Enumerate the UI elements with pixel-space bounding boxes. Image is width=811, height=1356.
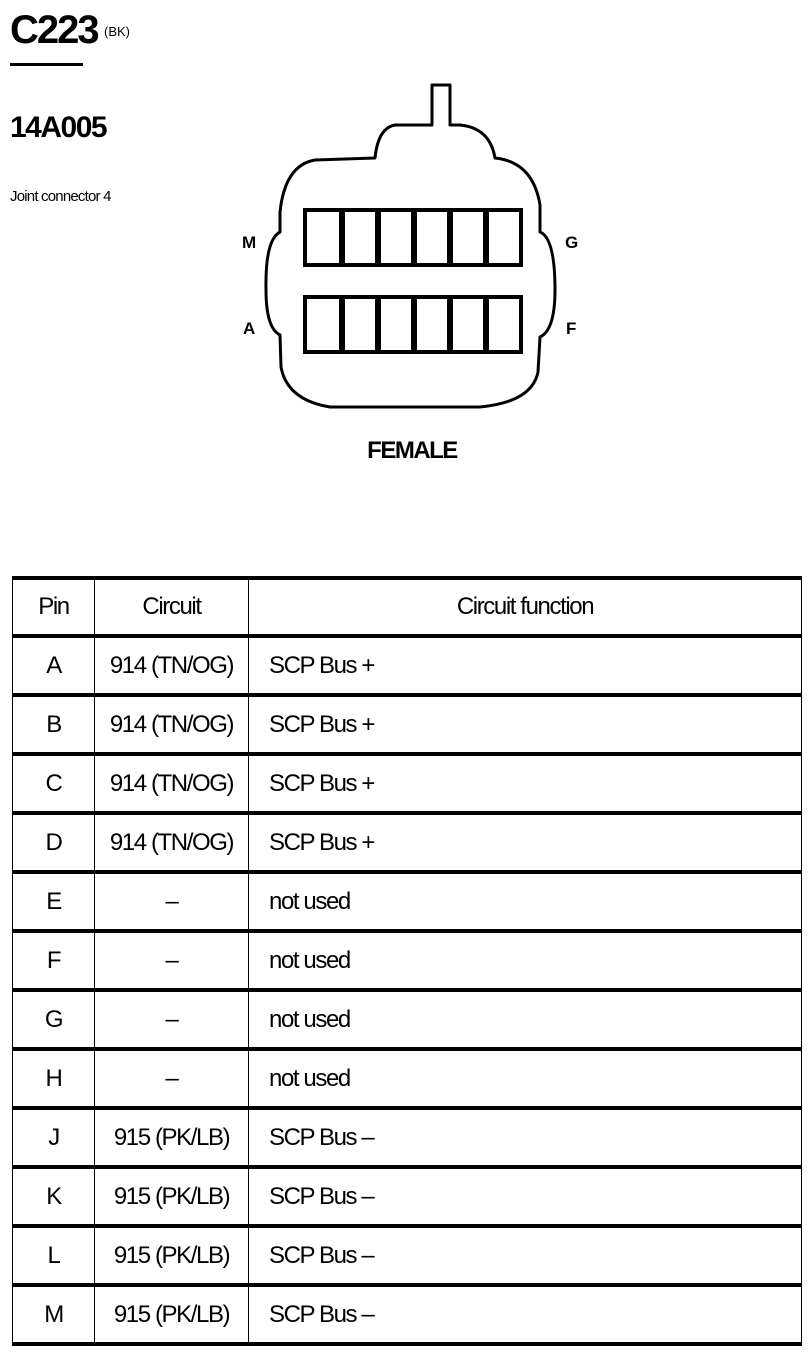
circuit-cell: 915 (PK/LB): [94, 1283, 249, 1346]
cavity: [449, 208, 487, 267]
circuit-cell: –: [94, 1047, 249, 1108]
cavity: [449, 295, 487, 354]
label-bottom-right: F: [566, 319, 576, 338]
circuit-cell: 914 (TN/OG): [94, 752, 249, 813]
circuit-cell: 915 (PK/LB): [94, 1106, 249, 1167]
function-cell: SCP Bus –: [248, 1165, 802, 1226]
pin-cell: K: [12, 1165, 95, 1226]
cavity: [341, 208, 379, 267]
cavity: [377, 208, 415, 267]
pin-cell: D: [12, 811, 95, 872]
function-cell: not used: [248, 929, 802, 990]
circuit-cell: –: [94, 870, 249, 931]
pin-cell: F: [12, 929, 95, 990]
circuit-cell: 914 (TN/OG): [94, 693, 249, 754]
table-row: M 915 (PK/LB) SCP Bus –: [12, 1283, 802, 1346]
cavity: [413, 295, 451, 354]
function-cell: SCP Bus –: [248, 1224, 802, 1285]
pinout-table: Pin Circuit Circuit function A 914 (TN/O…: [12, 576, 802, 1346]
pin-cell: H: [12, 1047, 95, 1108]
circuit-cell: –: [94, 988, 249, 1049]
table-header-row: Pin Circuit Circuit function: [12, 576, 802, 636]
connector-id: C223: [10, 8, 100, 52]
pin-cell: B: [12, 693, 95, 754]
part-number: 14A005: [10, 111, 108, 144]
circuit-cell: 915 (PK/LB): [94, 1224, 249, 1285]
pin-cell: M: [12, 1283, 95, 1346]
function-cell: not used: [248, 988, 802, 1049]
label-top-right: G: [565, 233, 578, 252]
table-row: C 914 (TN/OG) SCP Bus +: [12, 752, 802, 813]
table-row: L 915 (PK/LB) SCP Bus –: [12, 1224, 802, 1285]
gender-caption: FEMALE: [367, 437, 458, 464]
connector-face-diagram: M A G F FEMALE: [242, 83, 578, 464]
cavity: [377, 295, 415, 354]
connector-color: (BK): [104, 24, 130, 39]
top-cavity-row: [303, 208, 523, 267]
title-underline: [10, 63, 83, 66]
connector-description: Joint connector 4: [10, 188, 111, 205]
table-row: K 915 (PK/LB) SCP Bus –: [12, 1165, 802, 1226]
column-header-pin: Pin: [12, 576, 95, 636]
function-cell: SCP Bus –: [248, 1283, 802, 1346]
function-cell: SCP Bus –: [248, 1106, 802, 1167]
table-row: D 914 (TN/OG) SCP Bus +: [12, 811, 802, 872]
column-header-function: Circuit function: [248, 576, 802, 636]
function-cell: not used: [248, 1047, 802, 1108]
cavity: [485, 295, 523, 354]
table-row: F – not used: [12, 929, 802, 990]
cavity: [303, 295, 343, 354]
bottom-cavity-row: [303, 295, 523, 354]
cavity: [413, 208, 451, 267]
circuit-cell: 914 (TN/OG): [94, 634, 249, 695]
pin-cell: L: [12, 1224, 95, 1285]
label-bottom-left: A: [243, 319, 255, 338]
function-cell: SCP Bus +: [248, 693, 802, 754]
table-row: H – not used: [12, 1047, 802, 1108]
pin-cell: E: [12, 870, 95, 931]
circuit-cell: 915 (PK/LB): [94, 1165, 249, 1226]
function-cell: not used: [248, 870, 802, 931]
cavity: [303, 208, 343, 267]
function-cell: SCP Bus +: [248, 752, 802, 813]
table-row: B 914 (TN/OG) SCP Bus +: [12, 693, 802, 754]
circuit-cell: –: [94, 929, 249, 990]
cavity: [485, 208, 523, 267]
pin-cell: J: [12, 1106, 95, 1167]
table-row: G – not used: [12, 988, 802, 1049]
pin-cell: C: [12, 752, 95, 813]
function-cell: SCP Bus +: [248, 634, 802, 695]
pin-cell: G: [12, 988, 95, 1049]
cavity: [341, 295, 379, 354]
connector-housing-outline: [264, 83, 557, 409]
circuit-cell: 914 (TN/OG): [94, 811, 249, 872]
column-header-circuit: Circuit: [94, 576, 249, 636]
table-row: E – not used: [12, 870, 802, 931]
function-cell: SCP Bus +: [248, 811, 802, 872]
table-row: J 915 (PK/LB) SCP Bus –: [12, 1106, 802, 1167]
label-top-left: M: [242, 233, 256, 252]
pin-cell: A: [12, 634, 95, 695]
table-row: A 914 (TN/OG) SCP Bus +: [12, 634, 802, 695]
